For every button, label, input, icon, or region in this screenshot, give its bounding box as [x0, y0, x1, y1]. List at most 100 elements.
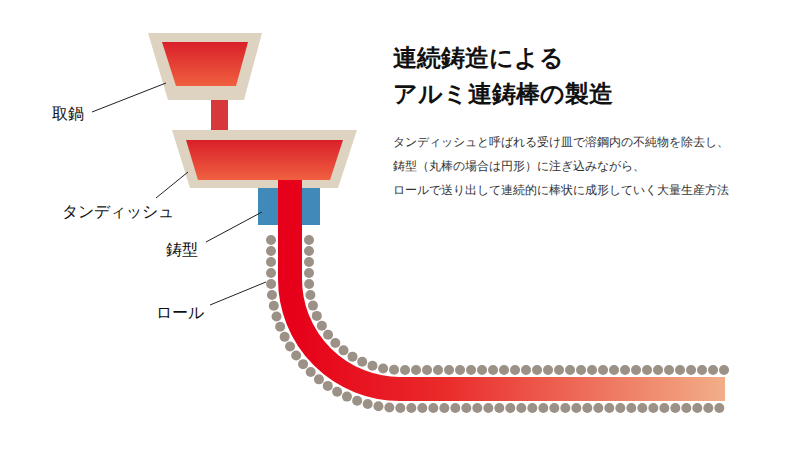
- leader-line: [206, 212, 262, 242]
- roll: [304, 279, 314, 289]
- roll: [428, 403, 438, 413]
- roll: [308, 301, 318, 311]
- roll: [494, 403, 504, 413]
- roll: [697, 365, 707, 375]
- ladle-melt: [162, 42, 248, 86]
- roll: [593, 403, 603, 413]
- roll: [549, 403, 559, 413]
- roll: [314, 374, 324, 384]
- roll: [304, 257, 314, 267]
- roll: [306, 367, 316, 377]
- roll: [499, 365, 509, 375]
- roll: [483, 403, 493, 413]
- roll: [272, 311, 282, 321]
- roll: [631, 365, 641, 375]
- roll: [472, 403, 482, 413]
- roll: [571, 403, 581, 413]
- roll: [305, 290, 315, 300]
- roll: [304, 268, 314, 278]
- roll: [653, 365, 663, 375]
- roll: [450, 403, 460, 413]
- roll: [521, 365, 531, 375]
- roll: [659, 403, 669, 413]
- roll: [637, 403, 647, 413]
- roll: [363, 399, 373, 409]
- roll: [373, 401, 383, 411]
- roll: [703, 403, 713, 413]
- roll: [400, 365, 410, 375]
- roll: [686, 365, 696, 375]
- roll: [298, 359, 308, 369]
- leader-line: [156, 172, 188, 198]
- roll-guide: [271, 240, 725, 408]
- ladle: [148, 33, 262, 100]
- roll: [332, 387, 342, 397]
- roll: [275, 322, 285, 332]
- roll: [312, 311, 322, 321]
- roll: [269, 301, 279, 311]
- roll: [587, 365, 597, 375]
- roll: [455, 365, 465, 375]
- roll-guide: [309, 240, 725, 370]
- diagram-title: 連続鋳造による アルミ連鋳棒の製造: [393, 40, 773, 112]
- roll: [598, 365, 608, 375]
- diagram-caption: タンディッシュと呼ばれる受け皿で溶鋼内の不純物を除去し、 鋳型（丸棒の場合は円形…: [393, 130, 778, 202]
- roll: [389, 365, 399, 375]
- roll: [444, 365, 454, 375]
- roll: [266, 268, 276, 278]
- roll: [626, 403, 636, 413]
- roll: [615, 403, 625, 413]
- roll: [433, 365, 443, 375]
- roll: [477, 365, 487, 375]
- roll: [395, 403, 405, 413]
- roll: [620, 365, 630, 375]
- cast-strand: [290, 180, 725, 389]
- roll: [304, 235, 314, 245]
- roll: [609, 365, 619, 375]
- roll: [266, 246, 276, 256]
- roll: [692, 403, 702, 413]
- roll: [505, 403, 515, 413]
- roll: [516, 403, 526, 413]
- roll: [348, 352, 358, 362]
- roll: [352, 396, 362, 406]
- roll: [291, 351, 301, 361]
- roll: [565, 365, 575, 375]
- roll: [560, 403, 570, 413]
- roll: [582, 403, 592, 413]
- roll: [510, 365, 520, 375]
- roll: [648, 403, 658, 413]
- roll: [317, 321, 327, 331]
- roll: [675, 365, 685, 375]
- roll: [417, 403, 427, 413]
- leader-lines: [92, 83, 266, 305]
- roll: [670, 403, 680, 413]
- roll: [664, 365, 674, 375]
- roll: [323, 381, 333, 391]
- roll: [527, 403, 537, 413]
- part-label: タンディッシュ: [62, 202, 174, 221]
- roll: [266, 257, 276, 267]
- roll: [267, 290, 277, 300]
- roll: [543, 365, 553, 375]
- roll: [538, 403, 548, 413]
- roll: [378, 363, 388, 373]
- leader-line: [210, 282, 266, 305]
- leader-line: [92, 83, 166, 112]
- roll: [330, 338, 340, 348]
- part-label: 鋳型: [166, 240, 198, 259]
- roll: [554, 365, 564, 375]
- roll: [642, 365, 652, 375]
- roll: [384, 403, 394, 413]
- roll: [466, 365, 476, 375]
- roll: [576, 365, 586, 375]
- roll: [411, 365, 421, 375]
- roll: [439, 403, 449, 413]
- roll: [708, 365, 718, 375]
- roll: [367, 361, 377, 371]
- roll: [488, 365, 498, 375]
- part-label: 取鍋: [52, 104, 84, 123]
- tundish-melt: [186, 140, 343, 180]
- roll: [461, 403, 471, 413]
